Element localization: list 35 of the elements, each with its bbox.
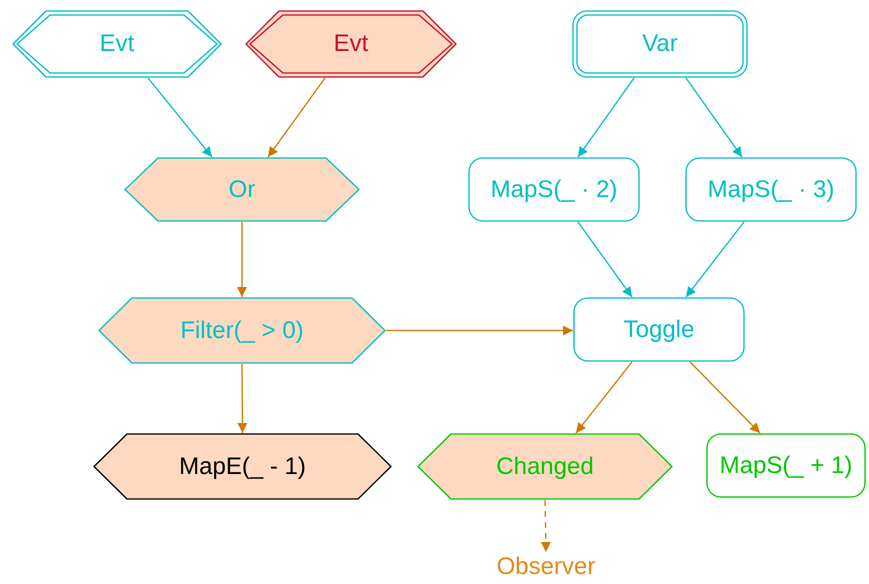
rounded-box	[468, 157, 640, 222]
arrow	[237, 222, 247, 297]
hexagon-node	[417, 433, 673, 500]
node-label: Changed	[496, 452, 594, 482]
rounded-box	[572, 10, 748, 78]
hexagon-node	[98, 297, 386, 364]
node-label: Observer	[496, 552, 596, 582]
node-label: Evt	[100, 29, 134, 59]
node-label: MapE(_ - 1)	[179, 452, 306, 482]
arrow	[577, 78, 635, 158]
rounded-box	[685, 157, 857, 222]
arrow	[237, 364, 248, 433]
arrow	[577, 222, 633, 298]
arrow	[690, 362, 760, 434]
hexagon-node	[93, 433, 392, 500]
arrow	[685, 78, 743, 158]
node-label: Or	[228, 174, 256, 204]
node-label: MapS(_ · 3)	[708, 174, 834, 204]
node-label: Evt	[334, 29, 368, 59]
arrow	[148, 78, 212, 158]
arrow	[540, 500, 551, 552]
rounded-box	[573, 297, 745, 362]
node-label: MapS(_ · 2)	[490, 174, 618, 204]
arrow	[575, 362, 633, 434]
node-label: Toggle	[624, 314, 694, 344]
node-label: MapS(_ + 1)	[720, 450, 852, 480]
node-label: Var	[642, 29, 678, 59]
node-label: Filter(_ > 0)	[180, 316, 304, 346]
hexagon-node	[124, 157, 360, 222]
rounded-box	[706, 433, 866, 498]
hexagon-node	[245, 10, 457, 78]
hexagon-node	[12, 10, 222, 78]
arrow	[267, 78, 326, 158]
arrow	[386, 326, 573, 336]
arrow	[685, 222, 745, 298]
